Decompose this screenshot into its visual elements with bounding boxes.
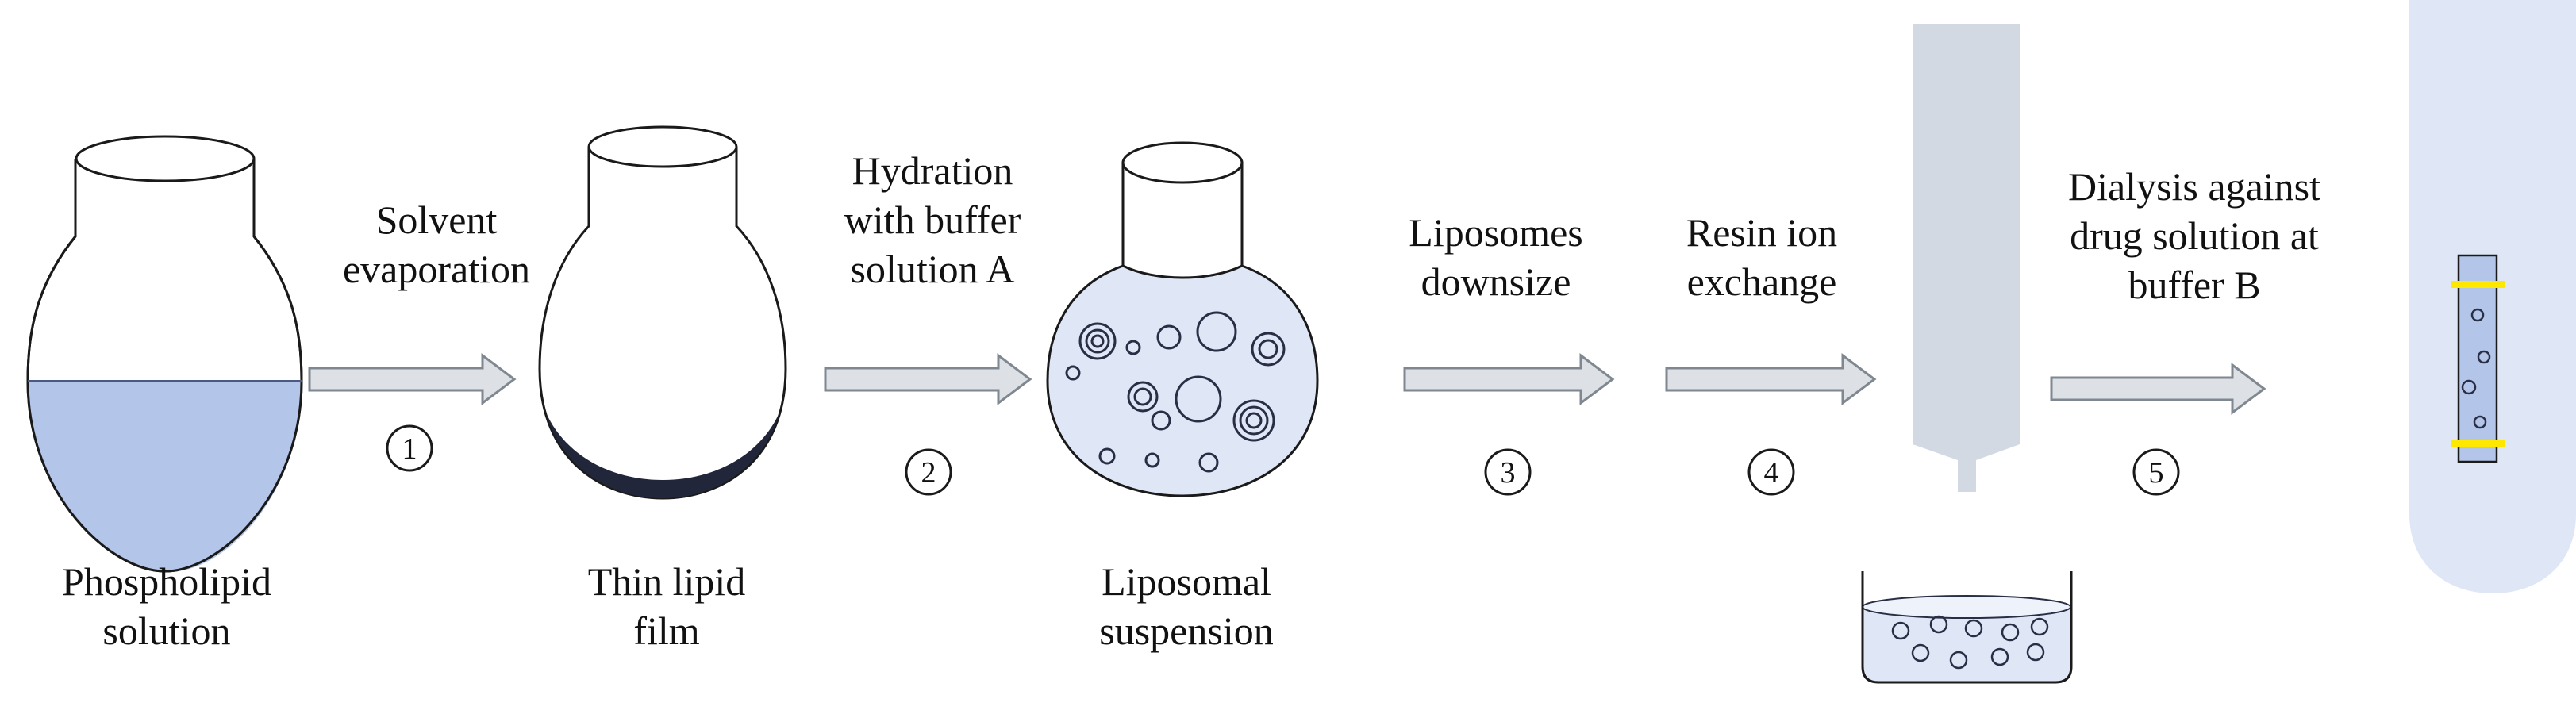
step-4-description: Resin ion exchange	[1643, 208, 1881, 306]
stage-label-line: solution	[102, 609, 231, 653]
process-arrow-icon	[2050, 363, 2266, 415]
liposome-flask-icon	[1046, 141, 1319, 497]
step-text-line: solution A	[850, 247, 1015, 291]
step-number-circle	[1747, 448, 1795, 496]
ion-exchange-column-icon	[1913, 24, 2020, 492]
step-text-line: evaporation	[342, 247, 530, 291]
step-text-line: with buffer	[844, 198, 1021, 242]
step-text-line: Hydration	[852, 148, 1013, 193]
process-arrow-icon	[308, 353, 517, 405]
lipid-film-layer	[546, 413, 779, 498]
liposome-vesicles	[1065, 311, 1286, 473]
step-1-number-badge: 1	[386, 424, 433, 472]
dialysis-clip-bottom	[2451, 440, 2505, 447]
beaker-wall	[1861, 571, 2073, 684]
phospholipid-flask	[26, 135, 303, 573]
liquid-surface	[1862, 595, 2071, 619]
flask-neck-rim	[75, 135, 256, 182]
process-arrow-icon	[1403, 353, 1615, 405]
process-arrow-icon	[1665, 353, 1877, 405]
stage-label-thin-lipid-film: Thin lipid film	[548, 557, 786, 655]
step-text-line: drug solution at	[2070, 213, 2319, 258]
step-1-description: Solvent evaporation	[317, 195, 556, 294]
step-text-line: Solvent	[375, 198, 498, 242]
stage-label-liposomal-suspension: Liposomal suspension	[1067, 557, 1305, 655]
step-number-circle	[1484, 448, 1532, 496]
step-text-line: buffer B	[2128, 263, 2261, 307]
collection-beaker-icon	[1861, 571, 2073, 684]
dialysis-clip-top	[2451, 281, 2505, 288]
beaker-liquid	[1863, 607, 2071, 682]
flask-neck-rim	[587, 125, 738, 168]
step-number-circle	[386, 424, 433, 472]
step-text-line: Liposomes	[1409, 210, 1583, 255]
flask-neck	[1121, 161, 1244, 279]
flask-body	[538, 147, 787, 500]
stage-label-line: film	[633, 609, 700, 653]
stage-label-phospholipid-solution: Phospholipid solution	[16, 557, 317, 655]
flask-neck-rim	[1121, 141, 1244, 184]
step-number-circle	[905, 448, 952, 496]
step-5-number-badge: 5	[2132, 448, 2180, 496]
step-number-text: 3	[1501, 456, 1516, 490]
dialysis-tube-icon	[2409, 0, 2576, 593]
step-2-number-badge: 2	[905, 448, 952, 496]
step-text-line: Resin ion	[1686, 210, 1838, 255]
step-5-description: Dialysis against drug solution at buffer…	[2028, 162, 2361, 309]
step-text-line: exchange	[1686, 259, 1837, 304]
bag-particles	[2461, 308, 2491, 429]
step-number-circle	[2132, 448, 2180, 496]
stage-label-line: suspension	[1099, 609, 1274, 653]
stage-label-line: Liposomal	[1102, 559, 1271, 604]
dialysis-setup	[2409, 0, 2576, 593]
step-text-line: downsize	[1421, 259, 1571, 304]
beaker-particles	[1891, 615, 2049, 670]
step-number-text: 5	[2149, 456, 2164, 490]
stage-label-line: Thin lipid	[587, 559, 746, 604]
step-3-description: Liposomes downsize	[1377, 208, 1615, 306]
step-numbers: 1 2 3 4 5	[386, 424, 2180, 496]
step-number-text: 2	[921, 456, 936, 490]
step-2-description: Hydration with buffer solution A	[813, 146, 1052, 294]
step-text-line: Dialysis against	[2067, 164, 2321, 209]
process-arrow-icon	[824, 353, 1032, 405]
phospholipid-liquid	[28, 381, 302, 571]
flask-body	[1046, 163, 1319, 497]
thin-film-flask	[538, 125, 787, 500]
ion-exchange-column	[1913, 24, 2020, 492]
collection-beaker	[1861, 571, 2073, 684]
step-4-number-badge: 4	[1747, 448, 1795, 496]
step-3-number-badge: 3	[1484, 448, 1532, 496]
column-body	[1913, 24, 2020, 492]
lipid-film-flask-icon	[538, 125, 787, 500]
step-number-text: 4	[1764, 456, 1779, 490]
round-bottom-flask-icon	[26, 135, 303, 573]
process-arrows	[308, 353, 2266, 415]
liposome-flask	[1046, 141, 1319, 497]
stage-label-line: Phospholipid	[62, 559, 271, 604]
step-number-text: 1	[402, 432, 417, 466]
